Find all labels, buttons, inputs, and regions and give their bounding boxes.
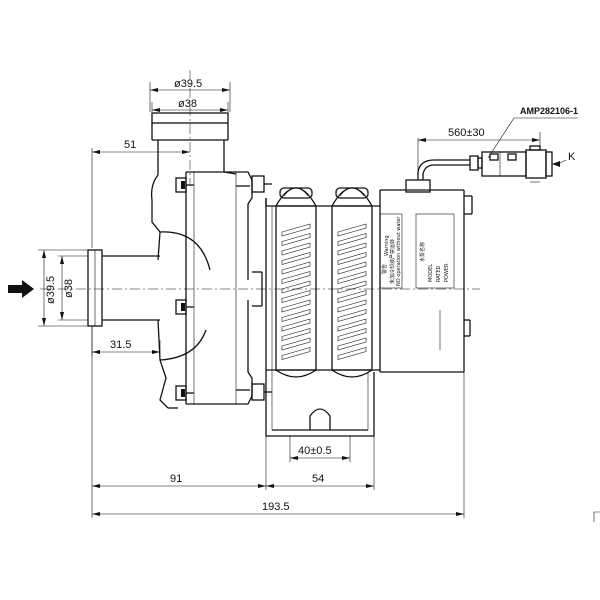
dim-top-diameters: ø39.5 ø38 bbox=[149, 78, 231, 112]
cable-connector bbox=[405, 145, 553, 193]
clamp-bottom bbox=[331, 369, 373, 378]
warning-note-cn-text: 未加冷却液严禁运转 bbox=[389, 239, 396, 284]
clamp-rib bbox=[281, 318, 311, 332]
clamp-rib bbox=[281, 337, 311, 351]
corner-mark bbox=[593, 511, 600, 522]
clamp-rib bbox=[337, 318, 367, 332]
clamp-rib bbox=[281, 242, 311, 256]
clamp-rib bbox=[281, 280, 311, 294]
clamp-rib bbox=[281, 223, 311, 237]
side-inlet-pipe bbox=[87, 249, 160, 327]
clamp-rib bbox=[337, 309, 367, 322]
clamp-rib bbox=[281, 233, 311, 246]
mount-bracket bbox=[265, 370, 375, 437]
top-outlet-pipe bbox=[150, 112, 237, 201]
clamp-rib bbox=[281, 252, 311, 265]
dim-91-text: 91 bbox=[170, 473, 182, 485]
dim-560-text: 560±30 bbox=[448, 127, 485, 139]
clamp-rib bbox=[337, 261, 367, 275]
pump-flange bbox=[185, 171, 272, 405]
dim-51: 51 bbox=[91, 139, 190, 248]
dim-inner-top: ø38 bbox=[178, 98, 197, 110]
clamp-band bbox=[331, 205, 373, 371]
clamp-bottom bbox=[275, 369, 317, 378]
clamp-ring bbox=[339, 187, 365, 197]
dim-54-text: 54 bbox=[312, 473, 324, 485]
pin-k-text: K bbox=[568, 151, 576, 163]
clamp-band bbox=[275, 205, 317, 371]
clamp-rib bbox=[337, 290, 367, 303]
warning-note-en-text: NO operation without water bbox=[396, 216, 402, 286]
dim-51-text: 51 bbox=[124, 139, 136, 151]
dim-31-5: 31.5 bbox=[91, 326, 161, 356]
label-name-text: 水泵名称 bbox=[419, 242, 426, 262]
part-number-text: AMP282106-1 bbox=[520, 106, 578, 116]
dim-side-diameters: ø39.5 ø38 bbox=[38, 249, 88, 327]
label-line-rated: RATED bbox=[436, 265, 442, 282]
arrow-right-icon bbox=[8, 280, 34, 298]
hose-clamps bbox=[275, 187, 373, 378]
clamp-rib bbox=[337, 252, 367, 265]
clamp-rib bbox=[337, 337, 367, 351]
warning-en-text: Warning bbox=[384, 235, 390, 256]
clamp-rib bbox=[337, 223, 367, 237]
pump-volute bbox=[151, 200, 211, 409]
dim-91-54: 91 54 bbox=[91, 326, 375, 518]
clamp-rib bbox=[281, 347, 311, 360]
dim-inner-side: ø38 bbox=[63, 279, 75, 298]
clamp-rib bbox=[337, 271, 367, 284]
clamp-rib bbox=[337, 328, 367, 341]
clamp-rib bbox=[281, 299, 311, 313]
clamp-rib bbox=[337, 299, 367, 313]
clamp-rib bbox=[281, 328, 311, 341]
dim-outer-top: ø39.5 bbox=[174, 78, 202, 90]
clamp-rib bbox=[337, 280, 367, 294]
dim-193-5-text: 193.5 bbox=[262, 501, 290, 513]
rating-label: 水泵名称 MODEL RATED POWER bbox=[415, 213, 455, 289]
clamp-rib bbox=[337, 242, 367, 256]
clamp-rib bbox=[337, 347, 367, 360]
pin-k-callout: K bbox=[552, 151, 576, 167]
clamp-rib bbox=[281, 261, 311, 275]
warning-label: 警告 Warning 未加冷却液严禁运转 NO operation withou… bbox=[379, 213, 403, 289]
dim-40: 40±0.5 bbox=[289, 436, 351, 462]
clamp-rib bbox=[337, 233, 367, 246]
label-line-power: POWER bbox=[444, 263, 450, 282]
dim-193-5: 193.5 bbox=[92, 372, 465, 518]
dim-560: 560±30 bbox=[417, 127, 541, 172]
part-number-callout: AMP282106-1 bbox=[487, 106, 578, 159]
dim-31-5-text: 31.5 bbox=[110, 339, 131, 351]
clamp-rib bbox=[281, 271, 311, 284]
dim-40-text: 40±0.5 bbox=[298, 445, 332, 457]
clamp-rib bbox=[281, 290, 311, 303]
label-line-model: MODEL bbox=[428, 264, 434, 282]
clamp-ring bbox=[283, 187, 309, 197]
flange-bolts bbox=[175, 177, 194, 401]
warning-cn-text: 警告 bbox=[381, 264, 388, 274]
dim-outer-side: ø39.5 bbox=[45, 276, 57, 304]
clamp-rib bbox=[281, 309, 311, 322]
